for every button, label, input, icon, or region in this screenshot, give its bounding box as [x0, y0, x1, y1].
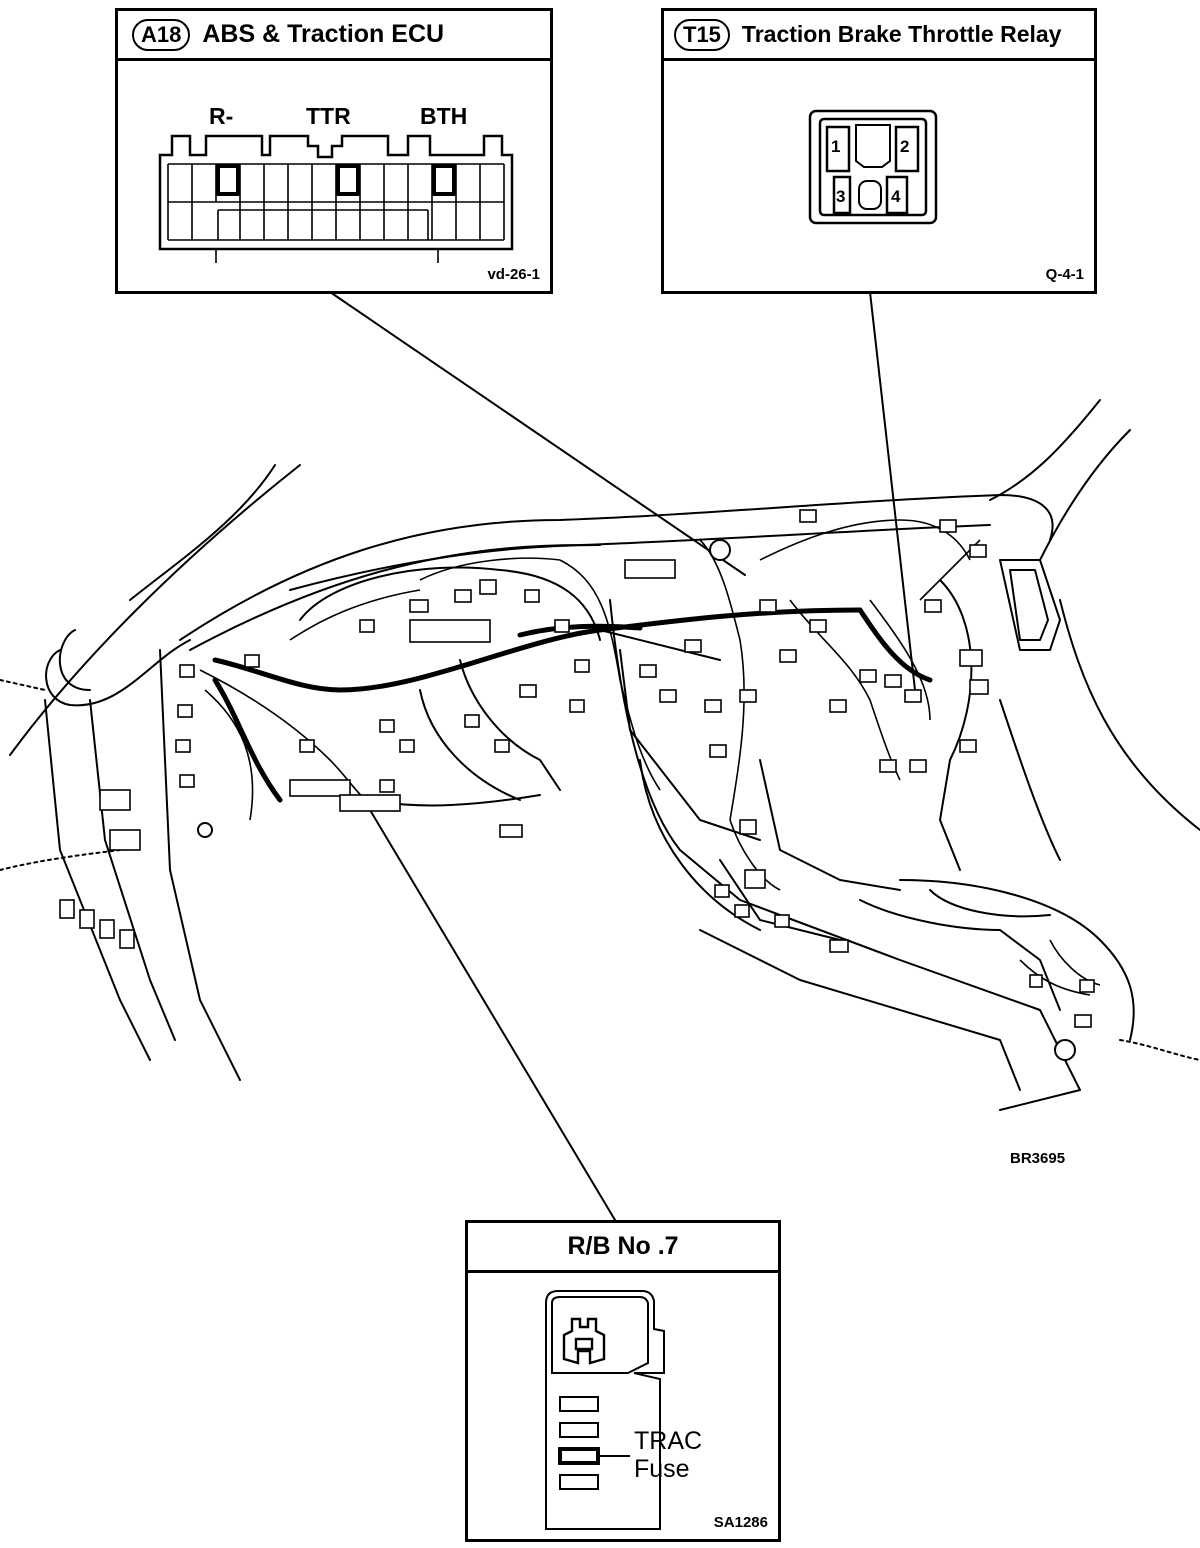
- connector-t15-header: T15 Traction Brake Throttle Relay: [664, 11, 1094, 61]
- figure-ref: BR3695: [1010, 1150, 1066, 1167]
- connector-name-t15: Traction Brake Throttle Relay: [741, 21, 1062, 47]
- connector-a18-panel: A18 ABS & Traction ECU R- TTR BTH: [115, 8, 553, 294]
- pin-label-bth: BTH: [420, 103, 468, 129]
- connector-t15-panel: T15 Traction Brake Throttle Relay 1 2 3 …: [661, 8, 1097, 294]
- connector-code-a18: A18: [132, 18, 191, 51]
- leader-line-rb7: [369, 809, 616, 1221]
- relay-block-7-panel: R/B No .7 TRAC Fuse SA1286: [465, 1220, 781, 1542]
- trac-fuse-label-line2: Fuse: [634, 1455, 690, 1483]
- pin-label-ttr: TTR: [306, 103, 351, 129]
- relay-terminal-4: 4: [891, 187, 901, 206]
- pin-label-r-minus: R-: [209, 103, 234, 129]
- connector-a18-header: A18 ABS & Traction ECU: [118, 11, 550, 61]
- relay-block-header: R/B No .7: [468, 1223, 778, 1273]
- leader-line-t15: [869, 291, 916, 691]
- trac-fuse-label-line1: TRAC: [634, 1427, 703, 1455]
- connector-name-a18: ABS & Traction ECU: [202, 20, 445, 48]
- leader-line-a18: [329, 291, 746, 576]
- relay-terminal-2: 2: [900, 137, 910, 156]
- connector-ref-t15: Q-4-1: [1045, 266, 1084, 283]
- relay-terminal-3: 3: [836, 187, 846, 206]
- relay-block-title: R/B No .7: [567, 1232, 679, 1260]
- relay-terminal-1: 1: [831, 137, 841, 156]
- connector-code-t15: T15: [674, 18, 730, 51]
- connector-ref-a18: vd-26-1: [487, 266, 540, 283]
- relay-block-ref: SA1286: [713, 1514, 768, 1531]
